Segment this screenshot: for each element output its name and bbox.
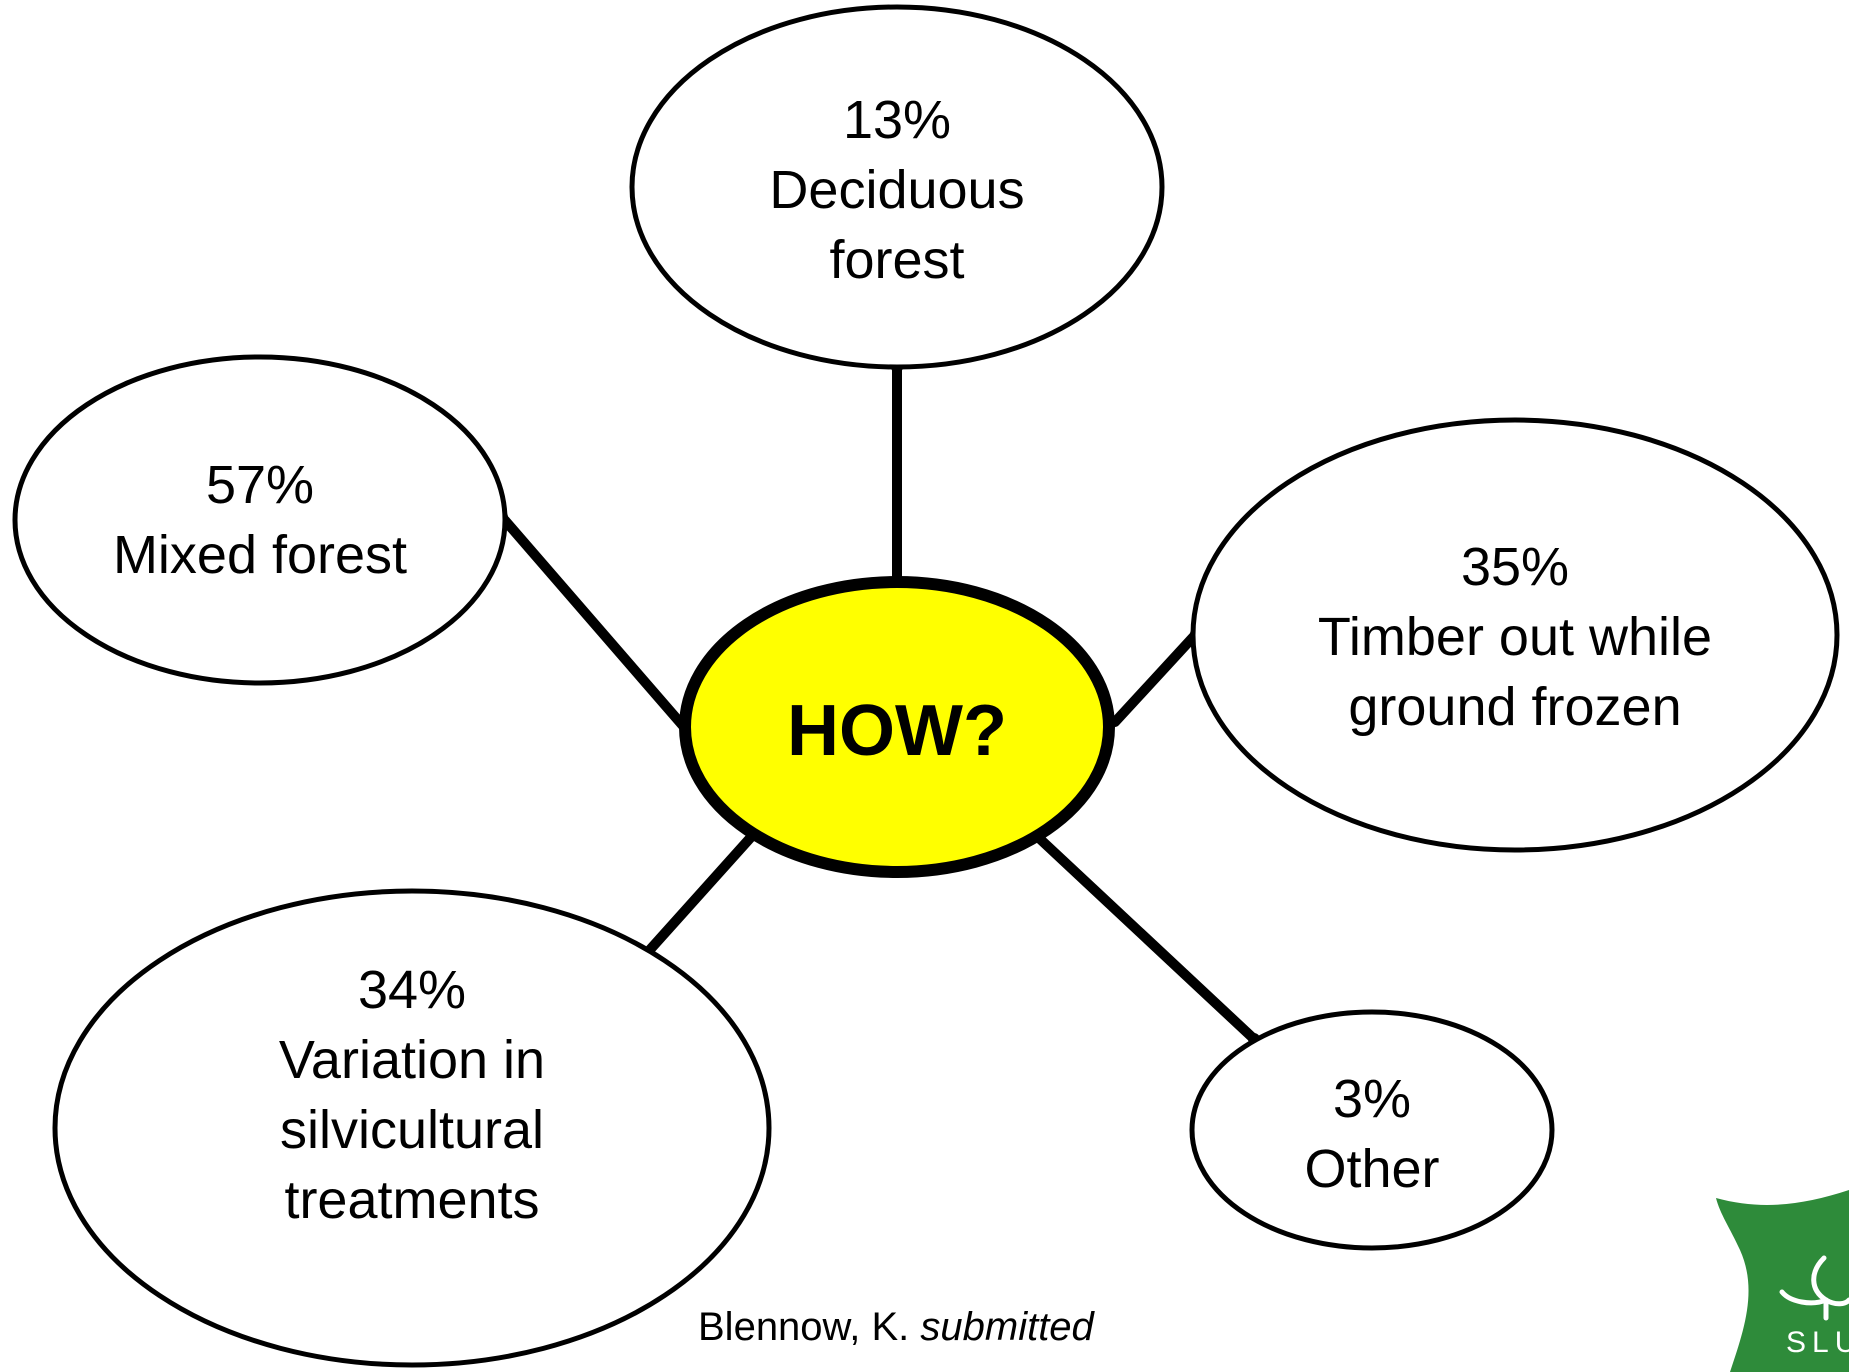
connector-other [1035,834,1259,1044]
node-text-line: 3% [1333,1069,1411,1129]
node-deciduous-label: 13% Deciduous forest [769,90,1024,290]
node-text-line: Other [1304,1139,1439,1199]
node-text-line: Variation in [279,1030,545,1090]
node-text-line: Mixed forest [113,525,407,585]
node-text-line: 34% [358,960,466,1020]
slu-logo-text: SLU [1786,1326,1849,1359]
node-text-line: Timber out while [1318,607,1712,667]
node-other-label: 3% Other [1304,1069,1439,1199]
connector-mixed [497,512,689,732]
node-timber-label: 35% Timber out while ground frozen [1318,537,1712,737]
slu-logo: SLU [1716,1190,1849,1372]
node-variation-ellipse [52,888,772,1368]
connector-timber [1110,629,1201,727]
node-text-line: treatments [284,1170,539,1230]
center-label: HOW? [787,691,1007,771]
node-deciduous-ellipse [629,4,1165,370]
node-text-line: 13% [843,90,951,150]
connectors [497,362,1259,1044]
citation-status: submitted [920,1305,1094,1349]
node-text-line: forest [829,230,964,290]
node-mixed-label: 57% Mixed forest [113,455,407,585]
leaf-icon [1779,1255,1849,1321]
node-text-line: 57% [206,455,314,515]
node-other-ellipse [1189,1009,1555,1251]
node-mixed-ellipse [12,354,508,686]
node-text-line: 35% [1461,537,1569,597]
node-variation-label: 34% Variation in silvicultural treatment… [279,960,545,1230]
node-text-line: ground frozen [1348,677,1681,737]
citation-text: Blennow, K. submitted [698,1305,1094,1350]
node-timber-ellipse [1190,417,1840,853]
node-text-line: Deciduous [769,160,1024,220]
slu-logo-shape [1716,1190,1849,1372]
center-ellipse [679,576,1115,878]
node-text-line: silvicultural [280,1100,544,1160]
citation-author: Blennow, K. [698,1305,910,1349]
connector-variation [642,831,757,958]
